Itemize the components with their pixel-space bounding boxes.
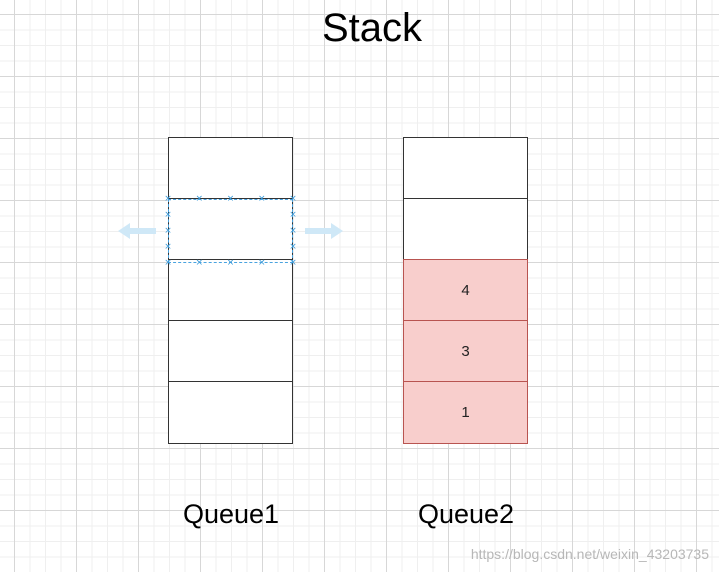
queue2-label: Queue2	[417, 499, 515, 529]
queue2-stack: 4 3 1	[403, 137, 528, 444]
diagram-title: Stack	[321, 6, 423, 50]
queue1-label: Queue1	[182, 499, 280, 529]
selection-handle-icon[interactable]: ×	[257, 257, 266, 268]
selection-handle-icon[interactable]: ×	[164, 193, 172, 204]
selection-handle-icon[interactable]: ×	[195, 193, 204, 204]
queue2-cell[interactable]	[403, 198, 528, 261]
selection-handle-icon[interactable]: ×	[226, 257, 235, 268]
selection-handle-icon[interactable]: ×	[257, 193, 266, 204]
queue1-cell[interactable]	[168, 259, 293, 322]
selection-handle-icon[interactable]: ×	[289, 241, 297, 252]
arrow-left-icon[interactable]	[118, 221, 156, 241]
watermark: https://blog.csdn.net/weixin_43203735	[470, 546, 709, 562]
selection-handle-icon[interactable]: ×	[164, 257, 172, 268]
queue2-cell-filled[interactable]: 3	[403, 320, 528, 383]
queue1-cell[interactable]	[168, 381, 293, 444]
queue1-cell[interactable]	[168, 320, 293, 383]
selection-handle-icon[interactable]: ×	[289, 209, 297, 220]
queue1-stack	[168, 137, 293, 444]
queue1-cell[interactable]	[168, 137, 293, 200]
arrow-right-icon[interactable]	[305, 221, 343, 241]
queue2-cell-filled[interactable]: 1	[403, 381, 528, 444]
selection-handle-icon[interactable]: ×	[164, 209, 172, 220]
queue2-cell[interactable]	[403, 137, 528, 200]
selection-handle-icon[interactable]: ×	[226, 193, 235, 204]
queue1-cell-selected[interactable]	[168, 198, 293, 261]
selection-handle-icon[interactable]: ×	[289, 257, 297, 268]
selection-handle-icon[interactable]: ×	[289, 225, 297, 236]
selection-handle-icon[interactable]: ×	[164, 241, 172, 252]
queue2-cell-filled[interactable]: 4	[403, 259, 528, 322]
selection-handle-icon[interactable]: ×	[164, 225, 172, 236]
selection-handle-icon[interactable]: ×	[289, 193, 297, 204]
selection-handle-icon[interactable]: ×	[195, 257, 204, 268]
